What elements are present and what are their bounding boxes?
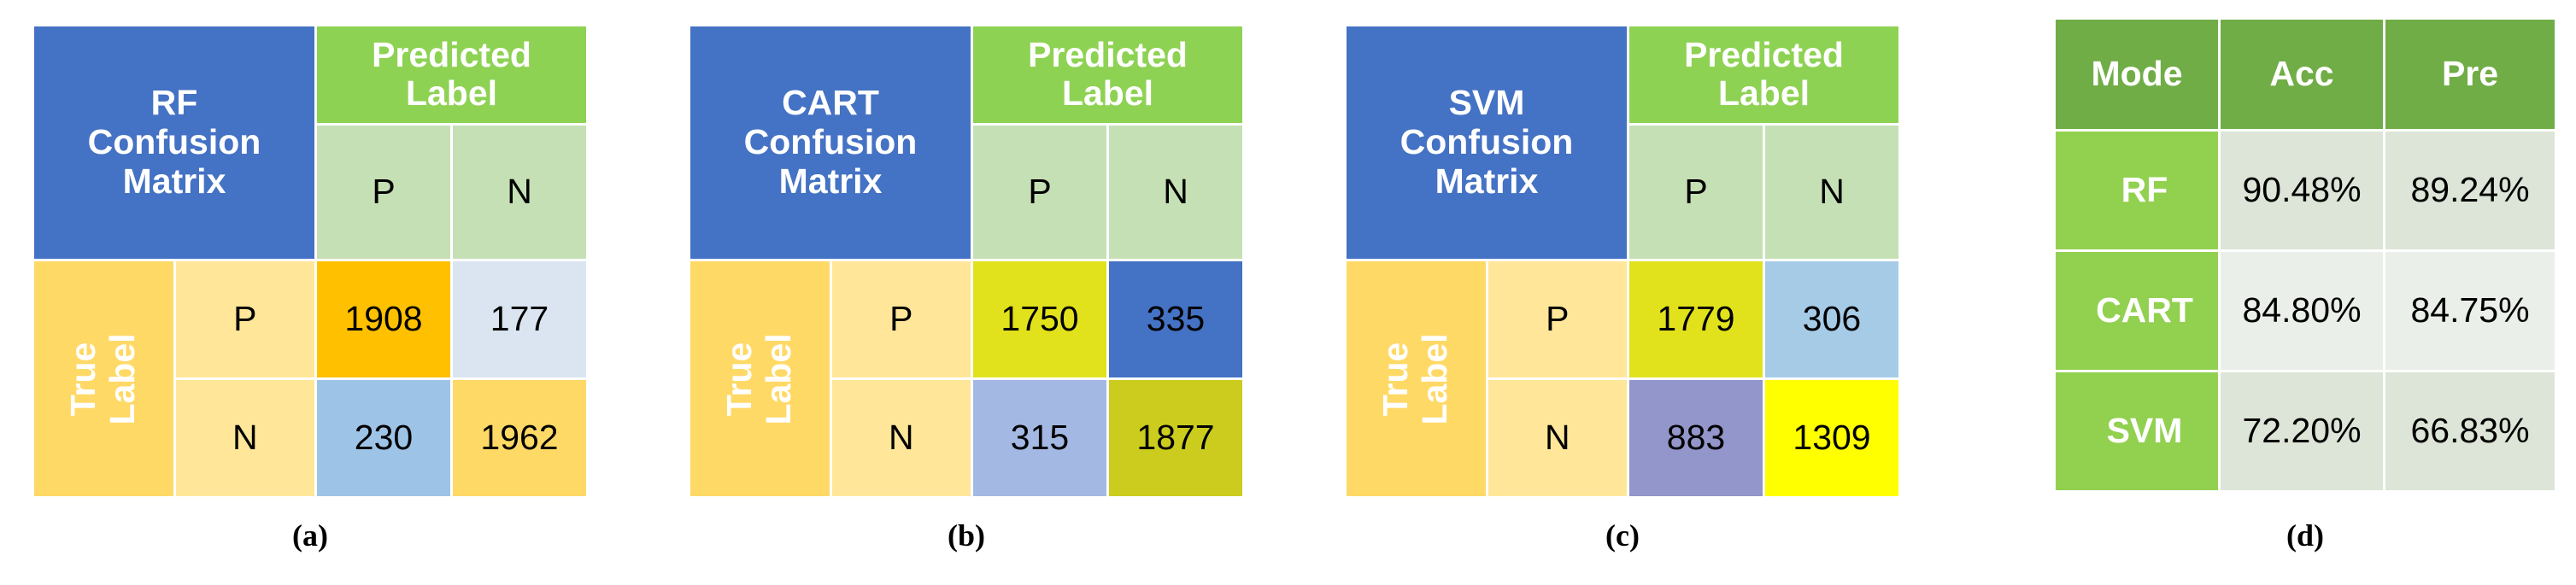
confusion-matrix-rf: RF Confusion Matrix Predicted Label P N … bbox=[32, 24, 589, 499]
panel-rf: RF Confusion Matrix Predicted Label P N … bbox=[32, 0, 589, 585]
metrics-col-header-acc: Acc bbox=[2221, 20, 2383, 129]
true-row-header-p-rf: P bbox=[175, 261, 314, 377]
matrix-cell-rf-tp: 1908 bbox=[317, 261, 450, 377]
predicted-col-header-n-cart: N bbox=[1109, 125, 1242, 259]
matrix-cell-svm-fn: 306 bbox=[1765, 261, 1898, 377]
matrix-cell-cart-fp: 315 bbox=[973, 380, 1106, 496]
table-row: SVM 72.20% 66.83% bbox=[2056, 372, 2555, 490]
table-row: True Label P 1779 306 bbox=[1347, 261, 1898, 496]
true-label-header-rf: True Label bbox=[34, 261, 173, 496]
panel-caption-a: (a) bbox=[292, 518, 328, 553]
metrics-table: Mode Acc Pre RF 90.48% 89.24% CART 84.80… bbox=[2053, 17, 2557, 493]
table-row: True Label P 1750 335 bbox=[690, 261, 1242, 496]
table-row: RF 90.48% 89.24% bbox=[2056, 132, 2555, 249]
table-row: N 883 1309 bbox=[1347, 380, 1898, 496]
metrics-cell-cart-acc: 84.80% bbox=[2221, 252, 2383, 370]
predicted-label-header-svm: Predicted Label bbox=[1629, 26, 1898, 123]
matrix-title-rf: RF Confusion Matrix bbox=[34, 26, 314, 259]
true-label-header-cart: True Label bbox=[690, 261, 830, 496]
matrix-title-cart: CART Confusion Matrix bbox=[690, 26, 971, 259]
matrix-cell-rf-fn: 177 bbox=[453, 261, 586, 377]
true-row-header-n-svm: N bbox=[1488, 380, 1627, 496]
matrix-cell-svm-tp: 1779 bbox=[1629, 261, 1763, 377]
matrix-cell-cart-tp: 1750 bbox=[973, 261, 1106, 377]
true-row-header-p-cart: P bbox=[831, 261, 971, 377]
table-header-row: Mode Acc Pre bbox=[2056, 20, 2555, 129]
metrics-cell-svm-pre: 66.83% bbox=[2385, 372, 2555, 490]
predicted-label-header-cart: Predicted Label bbox=[973, 26, 1242, 123]
table-row: P N bbox=[1347, 125, 1898, 259]
metrics-cell-svm-acc: 72.20% bbox=[2221, 372, 2383, 490]
matrix-cell-cart-tn: 1877 bbox=[1109, 380, 1242, 496]
true-label-header-svm: True Label bbox=[1347, 261, 1486, 496]
panel-cart: CART Confusion Matrix Predicted Label P … bbox=[688, 0, 1245, 585]
table-row: CART Confusion Matrix Predicted Label bbox=[690, 26, 1242, 259]
table-row: RF Confusion Matrix Predicted Label bbox=[34, 26, 586, 259]
predicted-col-header-p-cart: P bbox=[973, 125, 1106, 259]
table-row: P N bbox=[34, 125, 586, 259]
true-row-header-n-cart: N bbox=[831, 380, 971, 496]
predicted-col-header-p-rf: P bbox=[317, 125, 450, 259]
metrics-col-header-mode: Mode bbox=[2056, 20, 2218, 129]
matrix-cell-svm-fp: 883 bbox=[1629, 380, 1763, 496]
table-row: N 230 1962 bbox=[34, 380, 586, 496]
matrix-cell-svm-tn: 1309 bbox=[1765, 380, 1898, 496]
matrix-cell-rf-fp: 230 bbox=[317, 380, 450, 496]
panel-svm: SVM Confusion Matrix Predicted Label P N… bbox=[1344, 0, 1901, 585]
true-row-header-p-svm: P bbox=[1488, 261, 1627, 377]
metrics-cell-cart-pre: 84.75% bbox=[2385, 252, 2555, 370]
true-row-header-n-rf: N bbox=[175, 380, 314, 496]
matrix-cell-rf-tn: 1962 bbox=[453, 380, 586, 496]
metrics-row-model-svm: SVM bbox=[2056, 372, 2218, 490]
metrics-row-model-rf: RF bbox=[2056, 132, 2218, 249]
metrics-cell-rf-acc: 90.48% bbox=[2221, 132, 2383, 249]
panel-metrics: Mode Acc Pre RF 90.48% 89.24% CART 84.80… bbox=[2053, 0, 2557, 585]
confusion-matrix-cart: CART Confusion Matrix Predicted Label P … bbox=[688, 24, 1245, 499]
metrics-col-header-pre: Pre bbox=[2385, 20, 2555, 129]
metrics-row-model-cart: CART bbox=[2056, 252, 2218, 370]
confusion-matrix-svm: SVM Confusion Matrix Predicted Label P N… bbox=[1344, 24, 1901, 499]
predicted-col-header-p-svm: P bbox=[1629, 125, 1763, 259]
metrics-cell-rf-pre: 89.24% bbox=[2385, 132, 2555, 249]
table-row: CART 84.80% 84.75% bbox=[2056, 252, 2555, 370]
panel-caption-c: (c) bbox=[1605, 518, 1640, 553]
predicted-label-header-rf: Predicted Label bbox=[317, 26, 586, 123]
predicted-col-header-n-svm: N bbox=[1765, 125, 1898, 259]
predicted-col-header-n-rf: N bbox=[453, 125, 586, 259]
panel-caption-b: (b) bbox=[948, 518, 985, 553]
table-row: N 315 1877 bbox=[690, 380, 1242, 496]
matrix-cell-cart-fn: 335 bbox=[1109, 261, 1242, 377]
panel-caption-d: (d) bbox=[2286, 518, 2324, 553]
table-row: SVM Confusion Matrix Predicted Label bbox=[1347, 26, 1898, 259]
matrix-title-svm: SVM Confusion Matrix bbox=[1347, 26, 1627, 259]
table-row: True Label P 1908 177 bbox=[34, 261, 586, 496]
table-row: P N bbox=[690, 125, 1242, 259]
